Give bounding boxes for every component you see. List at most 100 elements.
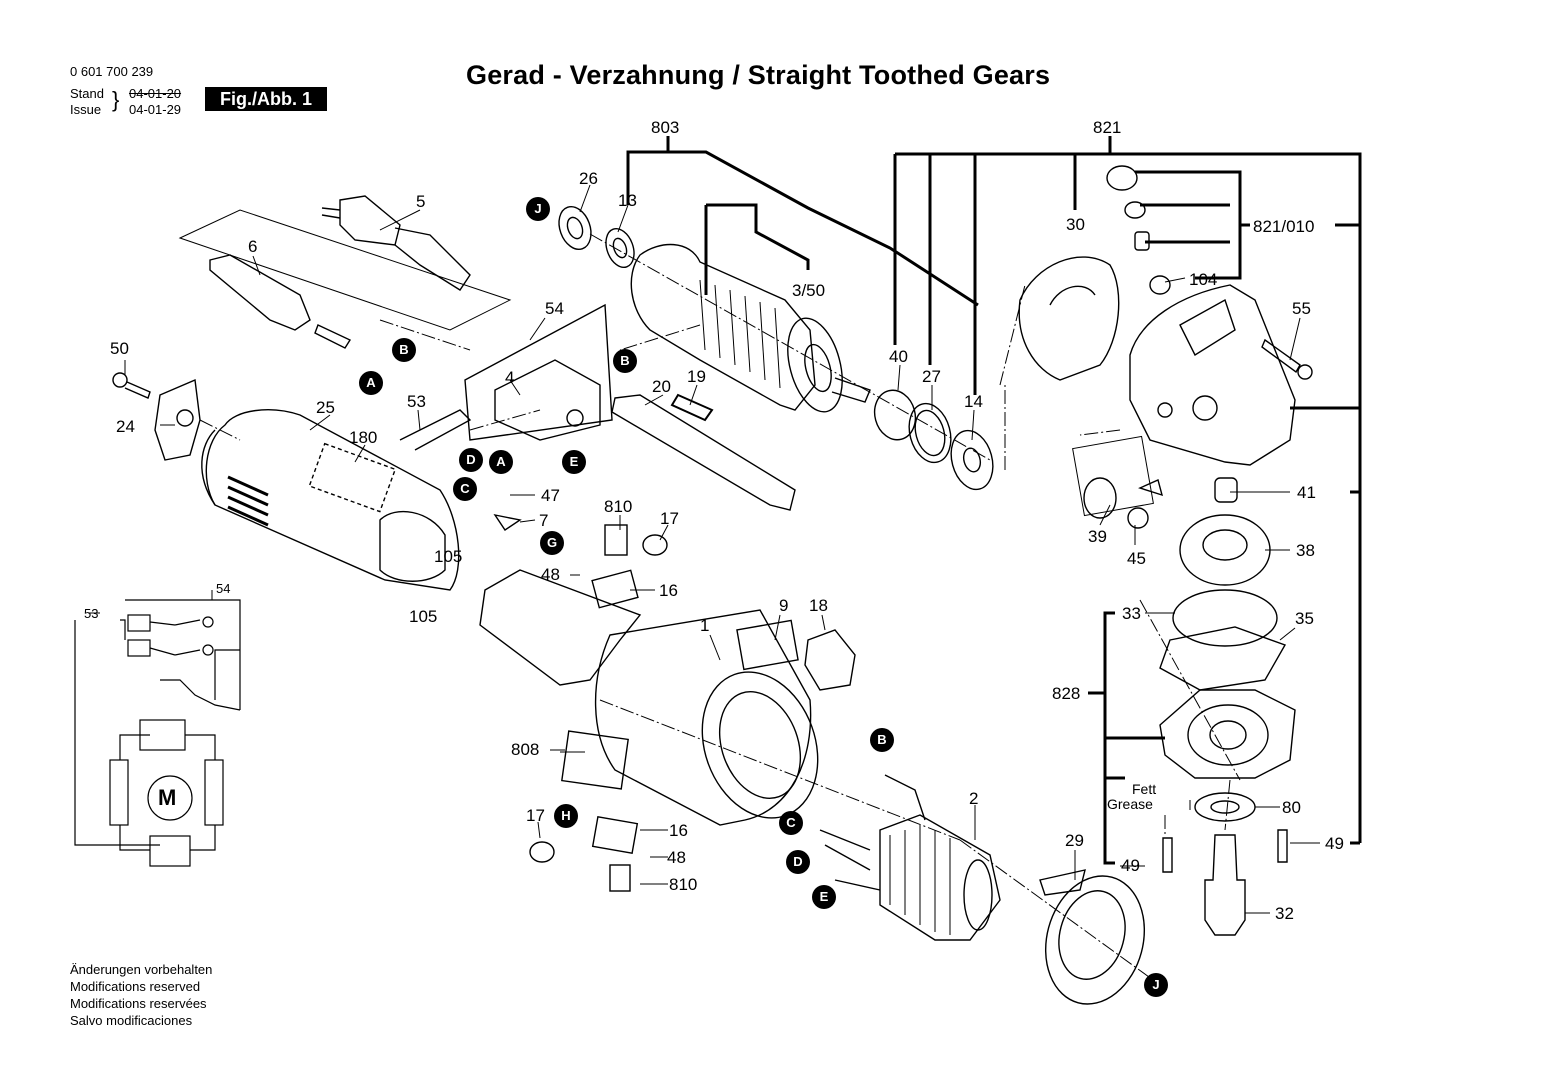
part-label-4: 4 — [505, 368, 515, 387]
footer-line-de: Änderungen vorbehalten — [70, 962, 213, 977]
switch-cover-18 — [804, 629, 856, 691]
washer-80 — [1194, 792, 1256, 822]
slide-switch — [611, 394, 796, 511]
bevel-gear-38 — [1179, 514, 1271, 586]
motor-housing-1 — [594, 609, 819, 826]
brush-holder-16a — [591, 569, 639, 609]
switch-assembly — [399, 303, 613, 451]
part-label-16-top: 16 — [659, 581, 678, 600]
part-label-39: 39 — [1088, 527, 1107, 546]
part-label-27: 27 — [922, 367, 941, 386]
wheel-guard-30 — [1018, 256, 1120, 381]
footer-line-es: Salvo modificaciones — [70, 1013, 193, 1028]
bearing-13 — [605, 227, 635, 269]
part-label-14: 14 — [964, 392, 983, 411]
connector-badge-a-switch: A — [489, 450, 513, 474]
cable-sleeve — [209, 254, 311, 331]
part-label-104: 104 — [1189, 270, 1218, 289]
part-label-40: 40 — [889, 347, 908, 366]
part-label-38: 38 — [1296, 541, 1315, 560]
part-label-13: 13 — [618, 191, 637, 210]
part-label-29: 29 — [1065, 831, 1084, 850]
leader-lines — [88, 184, 1320, 914]
spindle-32 — [1204, 834, 1246, 936]
figure-badge: Fig./Abb. 1 — [205, 87, 327, 111]
footer-line-en: Modifications reserved — [70, 979, 201, 994]
connector-badge-e-coil: E — [812, 885, 836, 909]
cover-plate-35 — [1159, 626, 1287, 691]
screw-55 — [1261, 338, 1301, 374]
wiring-schematic — [74, 599, 241, 867]
part-label-18: 18 — [809, 596, 828, 615]
part-label-16-bottom: 16 — [669, 821, 688, 840]
part-label-7: 7 — [539, 511, 549, 530]
field-coil-2 — [879, 814, 1001, 941]
schematic-label-53: 53 — [84, 606, 99, 621]
part-label-45: 45 — [1127, 549, 1146, 568]
bushing-41 — [1214, 477, 1238, 503]
part-label-180: 180 — [349, 428, 378, 447]
connector-badge-a-cable: A — [359, 371, 383, 395]
part-label-20: 20 — [652, 377, 671, 396]
part-label-821-010: 821/010 — [1253, 217, 1315, 236]
part-number: 0 601 700 239 — [70, 64, 154, 79]
brace-icon: } — [112, 87, 120, 112]
stand-label: Stand — [70, 86, 104, 101]
part-label-810-top: 810 — [604, 497, 633, 516]
part-label-1: 1 — [700, 616, 710, 635]
part-label-803: 803 — [651, 118, 680, 137]
label-plate-9 — [736, 619, 799, 671]
part-label-30: 30 — [1066, 215, 1085, 234]
screw-49-left — [1162, 837, 1173, 873]
cord-clamp — [154, 378, 201, 461]
o-ring-33 — [1172, 589, 1278, 647]
part-label-2: 2 — [969, 789, 979, 808]
bearing-14 — [950, 429, 994, 491]
spring-17b — [529, 841, 555, 863]
connector-badge-j-bottom: J — [1144, 973, 1168, 997]
part-label-19: 19 — [687, 367, 706, 386]
spring-17a — [642, 534, 668, 556]
screw-50 — [112, 372, 151, 399]
part-label-53: 53 — [407, 392, 426, 411]
connector-badge-g: G — [540, 531, 564, 555]
part-label-32: 32 — [1275, 904, 1294, 923]
part-label-48-top: 48 — [541, 565, 560, 584]
part-label-24: 24 — [116, 417, 135, 436]
connector-badge-c-coil: C — [779, 811, 803, 835]
armature — [630, 243, 871, 413]
carbon-brush-810a — [604, 524, 628, 556]
page-title: Gerad - Verzahnung / Straight Toothed Ge… — [466, 60, 1051, 90]
part-label-35: 35 — [1295, 609, 1314, 628]
connector-badge-b-switch: B — [613, 349, 637, 373]
part-label-105-top: 105 — [434, 547, 463, 566]
screw-49-right — [1277, 829, 1288, 863]
part-label-105-bottom: 105 — [409, 607, 438, 626]
footer-notes: Änderungen vorbehalten Modifications res… — [70, 961, 212, 1029]
fan-baffle-29 — [1039, 869, 1146, 1005]
connector-badge-b-cable: B — [392, 338, 416, 362]
part-label-33: 33 — [1122, 604, 1141, 623]
power-plug — [321, 195, 471, 291]
gear-head-housing — [1129, 284, 1296, 466]
connector-badge-h: H — [554, 804, 578, 828]
schematic-label-54: 54 — [216, 581, 231, 596]
spindle-nut — [1106, 165, 1138, 191]
part-label-6: 6 — [248, 237, 258, 256]
carbon-brush-810b — [609, 864, 631, 892]
part-label-821: 821 — [1093, 118, 1122, 137]
part-label-17-bottom: 17 — [526, 806, 545, 825]
bearing-flange-828 — [1159, 689, 1296, 779]
connector-badge-d-coil: D — [786, 850, 810, 874]
issue-date: 04-01-29 — [129, 102, 182, 117]
part-label-9: 9 — [779, 596, 789, 615]
fett-label: Fett — [1132, 781, 1157, 797]
connector-badge-j-top: J — [526, 197, 550, 221]
part-label-49-left: 49 — [1121, 856, 1140, 875]
part-label-808: 808 — [511, 740, 540, 759]
pinion-39 — [1083, 477, 1117, 519]
motor-housing-cover — [201, 409, 460, 591]
connector-badge-d-top: D — [459, 448, 483, 472]
